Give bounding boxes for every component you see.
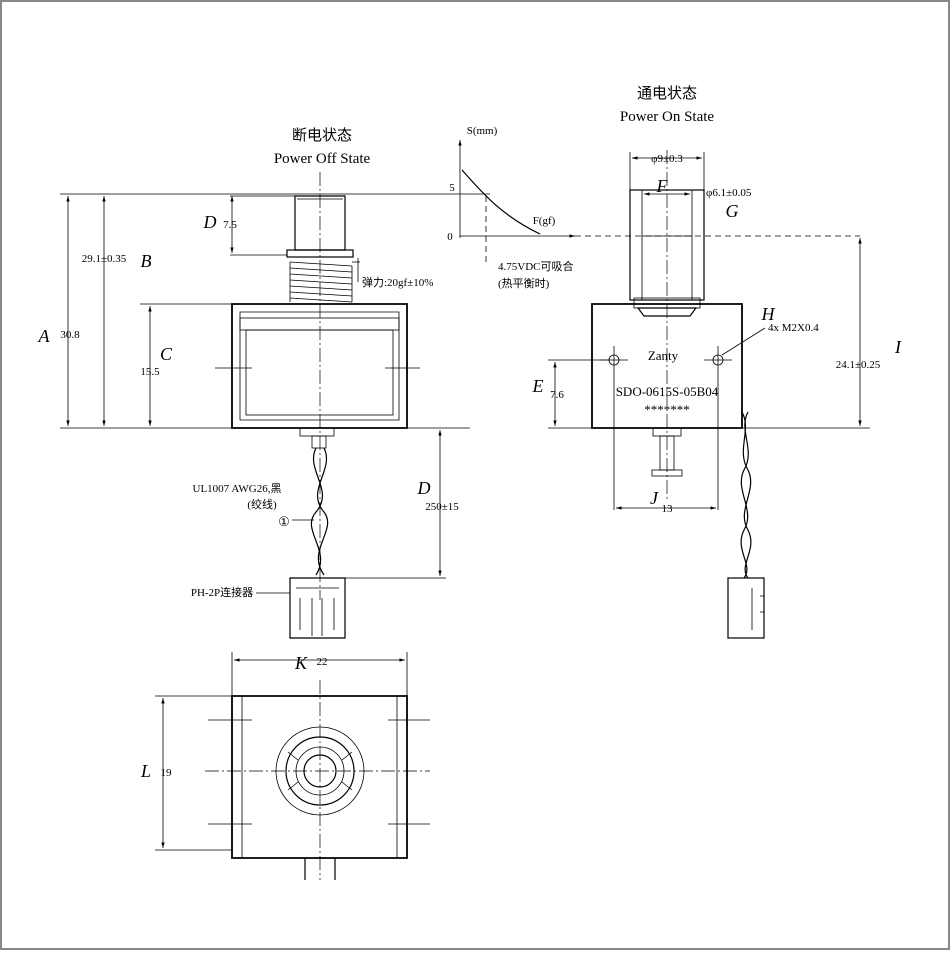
on-wire [741, 411, 752, 579]
exit-stem [299, 427, 335, 437]
dim-C-value: 15.5 [140, 366, 160, 378]
bottom-flange [275, 726, 365, 816]
off-state-title-en: Power Off State [274, 151, 371, 167]
dim-H-letter: H [761, 304, 776, 324]
wire-label-1: UL1007 AWG26,黑 [193, 482, 282, 495]
spring-force-label: 弹力:20gf±10% [362, 275, 433, 289]
exit-pin [311, 435, 327, 449]
dim-D-top-value: 7.5 [223, 219, 237, 231]
on-state-title-cn: 通电状态 [637, 85, 697, 102]
dim-A-letter: A [38, 326, 51, 346]
plunger-washer [286, 249, 354, 258]
frame-body [231, 303, 408, 429]
part-number-label: SDO-0615S-05B04 [616, 384, 719, 399]
on-state-title-en: Power On State [620, 109, 714, 125]
dim-J-letter: J [650, 488, 659, 508]
dim-F-letter: F [656, 176, 669, 196]
on-spring-compressed [636, 307, 698, 317]
dim-B-letter: B [141, 251, 152, 271]
bottom-wire-exit [304, 858, 336, 880]
dim-C-letter: C [160, 344, 173, 364]
dim-D-lead-value: 250±15 [425, 501, 459, 513]
on-plunger-inner [641, 189, 693, 301]
dim-J-value: 13 [662, 503, 674, 515]
dim-L-value: 19 [161, 767, 173, 779]
frame-inner [239, 311, 400, 421]
dim-E-letter: E [532, 376, 544, 396]
dim-I-letter: I [894, 337, 902, 357]
off-state-title-cn: 断电状态 [292, 127, 352, 144]
connector [289, 577, 346, 639]
bottom-pin [303, 754, 337, 788]
dim-K-letter: K [294, 653, 308, 673]
brand-label: Zanty [648, 348, 679, 363]
coil [245, 329, 394, 416]
dim-B-value: 29.1±0.35 [82, 253, 127, 265]
dim-E-value: 7.6 [550, 389, 564, 401]
dim-H-value: 4x M2X0.4 [768, 322, 819, 334]
dim-G-letter: G [726, 201, 739, 221]
graph-note-2: (热平衡时) [498, 277, 550, 290]
dim-G-value: φ6.1±0.05 [706, 187, 752, 199]
graph-y-tick-5: 5 [449, 182, 455, 194]
wire-label-2: (绞线) [247, 497, 277, 511]
coil-bobbin-top [239, 317, 400, 331]
graph-y-label: S(mm) [467, 125, 498, 137]
twisted-wires [310, 447, 329, 576]
on-connector [727, 577, 765, 639]
connector-label: PH-2P连接器 [191, 586, 253, 599]
bottom-frame [231, 695, 408, 859]
stars-label: ******* [644, 402, 690, 417]
wire-marker: ① [278, 514, 290, 529]
graph-curve [461, 169, 541, 235]
off-state-view: 断电状态 Power Off State 弹力:20gf±10% [38, 127, 490, 639]
bottom-bushing [285, 736, 355, 806]
graph-x-label: F(gf) [533, 215, 556, 227]
dim-F-value: φ9±0.3 [651, 153, 683, 165]
force-stroke-graph: S(mm) F(gf) 5 0 4.75VDC可吸合 (热平衡时) [447, 125, 860, 290]
on-state-view: 通电状态 Power On State Zanty SDO-0615S-05B0… [532, 85, 902, 639]
spring [289, 261, 353, 303]
dim-A-value: 30.8 [60, 329, 80, 341]
dim-D-lead-letter: D [417, 478, 431, 498]
dim-D-top-letter: D [203, 212, 217, 232]
bottom-view: K 22 L 19 [140, 652, 430, 880]
graph-y-tick-0: 0 [447, 231, 453, 243]
dim-K-value: 22 [317, 656, 328, 668]
dim-H-leader [721, 327, 766, 356]
dim-L-letter: L [140, 761, 151, 781]
dim-I-value: 24.1±0.25 [836, 359, 881, 371]
graph-note-1: 4.75VDC可吸合 [498, 259, 573, 273]
